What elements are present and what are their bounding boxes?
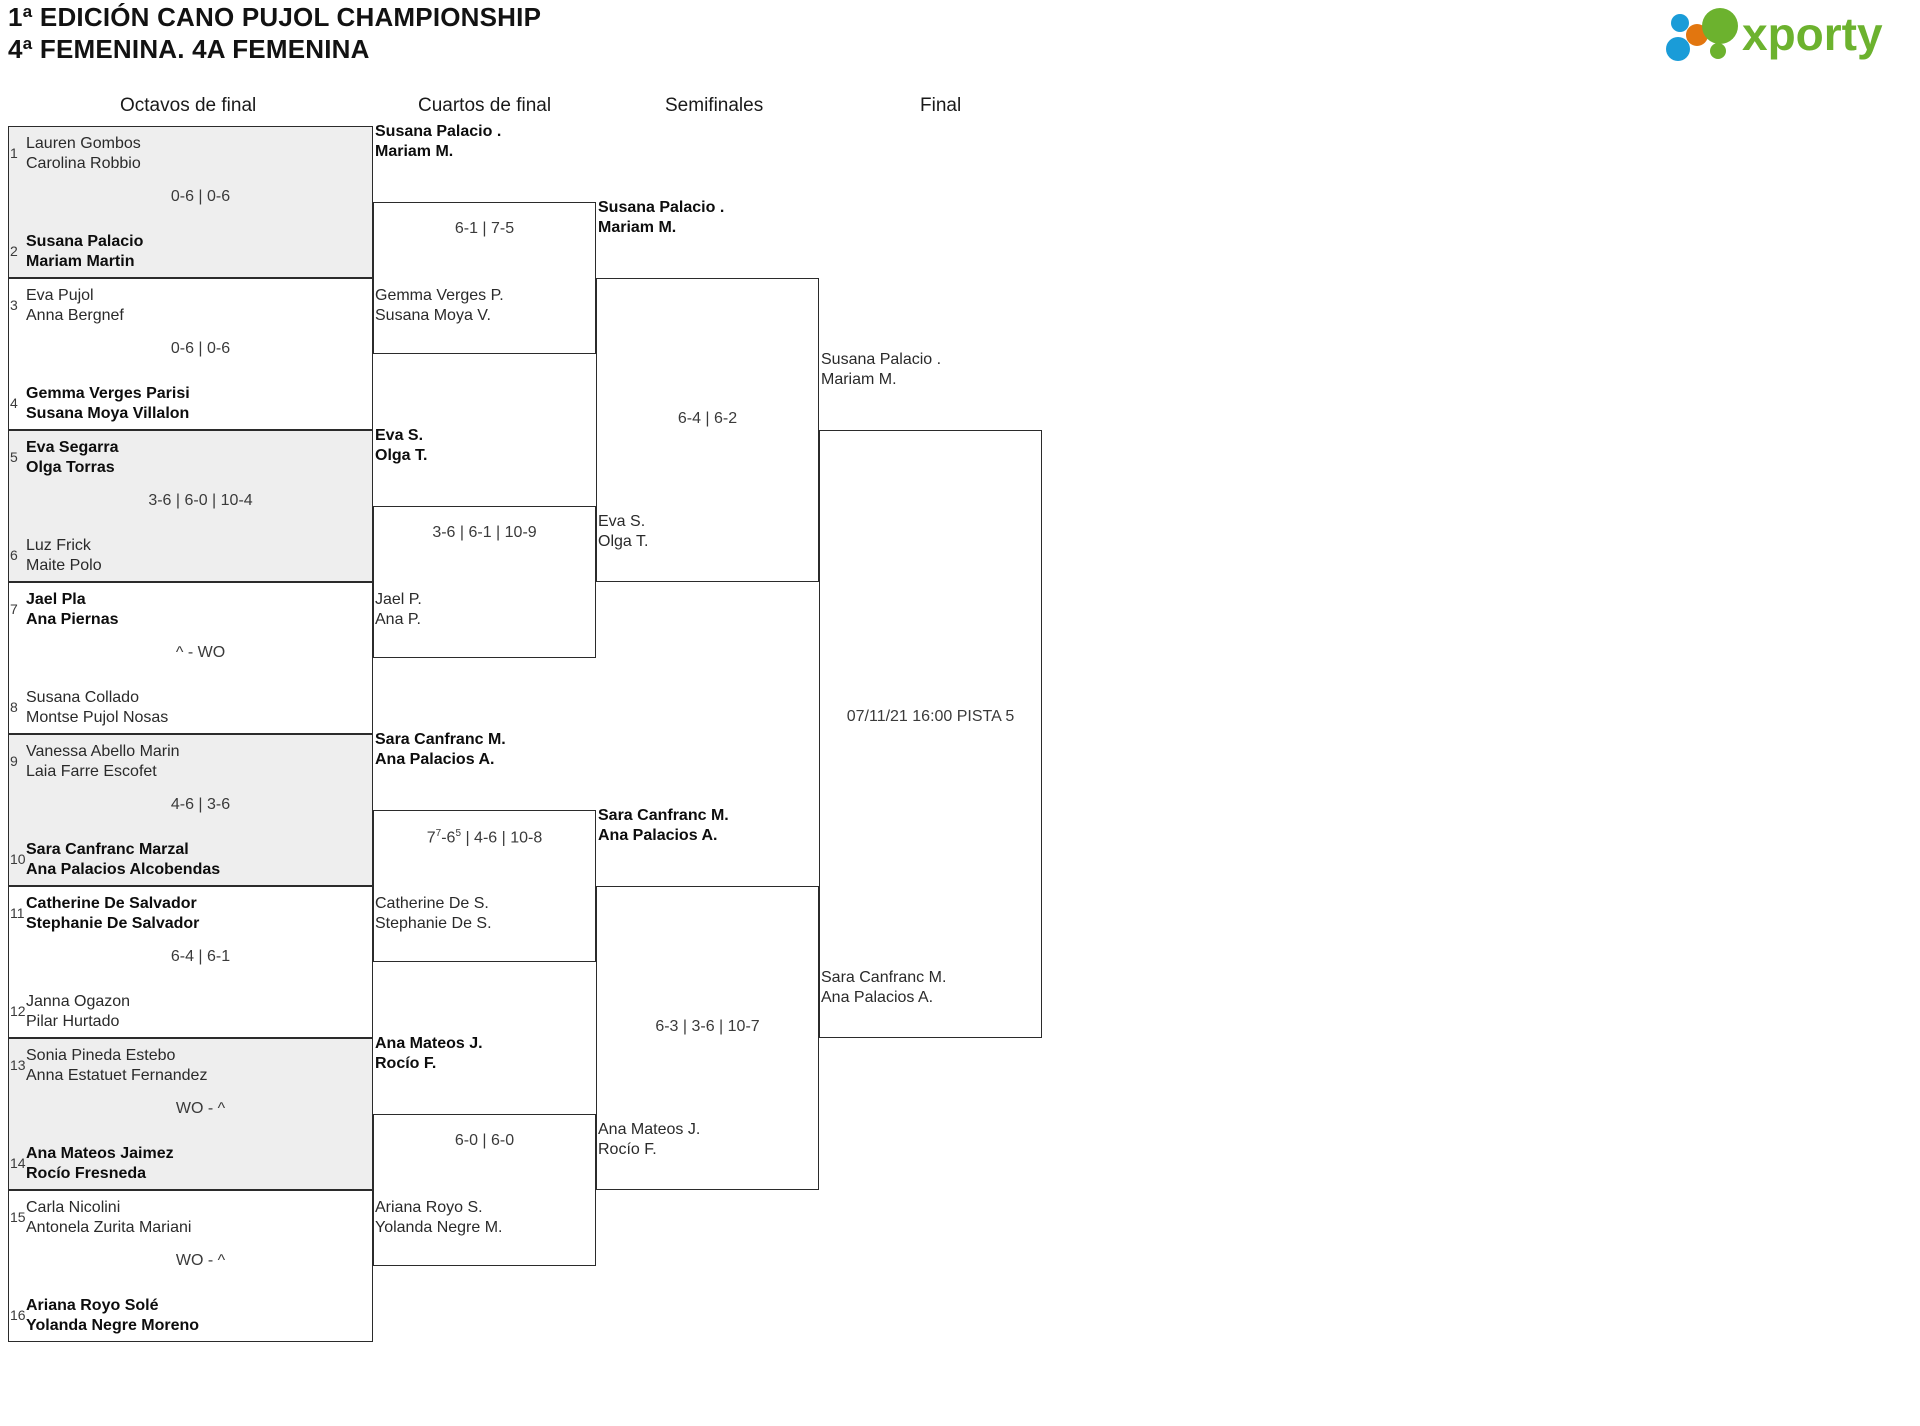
team-r1-16[interactable]: Ariana Royo Solé Yolanda Negre Moreno [26, 1297, 200, 1335]
logo-dot-green-large [1702, 8, 1738, 44]
seed-number-13: 13 [10, 1057, 26, 1073]
team-r1-9[interactable]: Vanessa Abello Marin Laia Farre Escofet [26, 743, 180, 781]
match-box-r3-2[interactable] [596, 886, 819, 1190]
seed-number-8: 8 [10, 699, 18, 715]
score-r2-1: 6-1 | 7-5 [454, 220, 515, 237]
team-r1-4[interactable]: Gemma Verges Parisi Susana Moya Villalon [26, 385, 190, 423]
round-header-cuartos: Cuartos de final [418, 95, 552, 116]
team-r1-7[interactable]: Jael Pla Ana Piernas [26, 591, 119, 629]
match-box-r2-2[interactable] [373, 506, 596, 658]
team-r1-1[interactable]: Lauren Gombos Carolina Robbio [26, 135, 141, 173]
team-r2-7[interactable]: Ana Mateos J. Rocío F. [375, 1035, 483, 1073]
match-box-r1-2[interactable] [8, 278, 373, 430]
match-box-r1-3[interactable] [8, 430, 373, 582]
team-r2-6[interactable]: Catherine De S. Stephanie De S. [375, 895, 492, 933]
match-box-r1-6[interactable] [8, 886, 373, 1038]
score-r1-5: 4-6 | 3-6 [170, 796, 231, 813]
logo-dot-blue-top [1671, 14, 1689, 32]
team-r2-4[interactable]: Jael P. Ana P. [375, 591, 422, 629]
team-r1-15[interactable]: Carla Nicolini Antonela Zurita Mariani [26, 1199, 192, 1237]
team-r3-1[interactable]: Susana Palacio . Mariam M. [598, 199, 725, 237]
score-r1-4: ^ - WO [175, 644, 226, 661]
seed-number-1: 1 [10, 145, 18, 161]
round-header-octavos: Octavos de final [120, 95, 257, 116]
round-header-final: Final [920, 95, 962, 116]
page-title: 1ª EDICIÓN CANO PUJOL CHAMPIONSHIP 4ª FE… [8, 2, 542, 64]
team-r2-8[interactable]: Ariana Royo S. Yolanda Negre M. [375, 1199, 503, 1237]
seed-number-15: 15 [10, 1209, 26, 1225]
score-r1-1: 0-6 | 0-6 [170, 188, 231, 205]
logo-dot-blue-bottom [1666, 37, 1690, 61]
team-r1-14[interactable]: Ana Mateos Jaimez Rocío Fresneda [26, 1145, 174, 1183]
seed-number-11: 11 [10, 905, 25, 921]
seed-number-16: 16 [10, 1307, 26, 1323]
score-r1-7: WO - ^ [175, 1100, 226, 1117]
logo-dot-green-small [1710, 43, 1726, 59]
round-header-semifinales: Semifinales [665, 95, 764, 116]
team-r3-3[interactable]: Sara Canfranc M. Ana Palacios A. [598, 807, 729, 845]
team-r4-2[interactable]: Sara Canfranc M. Ana Palacios A. [821, 969, 947, 1007]
seed-number-2: 2 [10, 243, 18, 259]
team-r1-12[interactable]: Janna Ogazon Pilar Hurtado [26, 993, 131, 1031]
team-r2-1[interactable]: Susana Palacio . Mariam M. [375, 123, 502, 161]
team-r1-6[interactable]: Luz Frick Maite Polo [26, 537, 102, 575]
seed-number-5: 5 [10, 449, 18, 465]
team-r1-5[interactable]: Eva Segarra Olga Torras [26, 439, 119, 477]
logo-wordmark: xporty [1742, 8, 1883, 60]
team-r1-8[interactable]: Susana Collado Montse Pujol Nosas [26, 689, 169, 727]
team-r3-2[interactable]: Eva S. Olga T. [598, 513, 649, 551]
team-r1-13[interactable]: Sonia Pineda Estebo Anna Estatuet Fernan… [26, 1047, 208, 1085]
team-r2-3[interactable]: Eva S. Olga T. [375, 427, 428, 465]
match-box-r1-4[interactable] [8, 582, 373, 734]
xporty-logo: xporty [1650, 4, 1900, 64]
match-box-r2-1[interactable] [373, 202, 596, 354]
seed-number-9: 9 [10, 753, 18, 769]
seed-number-3: 3 [10, 297, 18, 313]
team-r1-2[interactable]: Susana Palacio Mariam Martin [26, 233, 144, 271]
score-r1-2: 0-6 | 0-6 [170, 340, 231, 357]
score-r3-1: 6-4 | 6-2 [677, 410, 738, 427]
match-box-r1-8[interactable] [8, 1190, 373, 1342]
match-box-r2-4[interactable] [373, 1114, 596, 1266]
match-box-r1-5[interactable] [8, 734, 373, 886]
score-r1-8: WO - ^ [175, 1252, 226, 1269]
team-r1-11[interactable]: Catherine De Salvador Stephanie De Salva… [26, 895, 200, 933]
score-r2-3: 77-65 | 4-6 | 10-8 [426, 828, 543, 847]
score-r1-3: 3-6 | 6-0 | 10-4 [148, 492, 253, 509]
team-r1-10[interactable]: Sara Canfranc Marzal Ana Palacios Alcobe… [26, 841, 221, 879]
seed-number-12: 12 [10, 1003, 26, 1019]
match-box-r3-1[interactable] [596, 278, 819, 582]
match-box-r4-1[interactable] [819, 430, 1042, 1038]
seed-number-4: 4 [10, 395, 18, 411]
team-r3-4[interactable]: Ana Mateos J. Rocío F. [598, 1121, 701, 1159]
team-r1-3[interactable]: Eva Pujol Anna Bergnef [26, 287, 124, 325]
seed-number-10: 10 [10, 851, 26, 867]
match-box-r1-1[interactable] [8, 126, 373, 278]
team-r2-2[interactable]: Gemma Verges P. Susana Moya V. [375, 287, 504, 325]
seed-number-14: 14 [10, 1155, 26, 1171]
match-box-r2-3[interactable] [373, 810, 596, 962]
seed-number-7: 7 [10, 601, 18, 617]
seed-number-6: 6 [10, 547, 18, 563]
score-r2-2: 3-6 | 6-1 | 10-9 [432, 524, 537, 541]
score-r3-2: 6-3 | 3-6 | 10-7 [655, 1018, 760, 1035]
match-box-r1-7[interactable] [8, 1038, 373, 1190]
score-r2-4: 6-0 | 6-0 [454, 1132, 515, 1149]
team-r4-1[interactable]: Susana Palacio . Mariam M. [821, 351, 942, 389]
final-schedule-text: 07/11/21 16:00 PISTA 5 [846, 708, 1015, 725]
score-r1-6: 6-4 | 6-1 [170, 948, 231, 965]
team-r2-5[interactable]: Sara Canfranc M. Ana Palacios A. [375, 731, 506, 769]
